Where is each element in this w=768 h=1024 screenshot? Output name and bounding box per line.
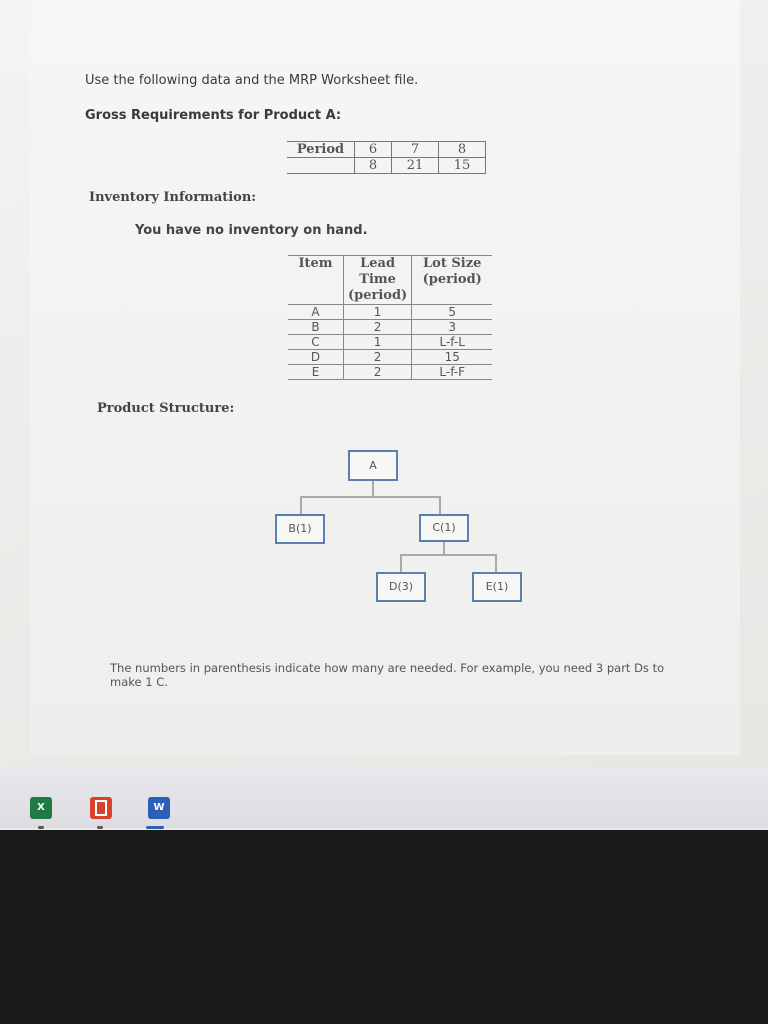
table-row: 8 21 15	[287, 157, 486, 174]
requirement-cell: 21	[391, 157, 439, 174]
product-structure-heading: Product Structure:	[97, 401, 235, 416]
lot-size-cell: L-f-L	[411, 334, 493, 350]
lead-time-cell: 2	[342, 319, 412, 335]
inventory-heading: Inventory Information:	[89, 190, 257, 205]
period-cell: 7	[391, 141, 439, 158]
connector-line	[300, 496, 440, 498]
lead-time-cell: 2	[342, 364, 412, 380]
node-d: D(3)	[376, 572, 426, 602]
table-row: A 1 5	[288, 304, 493, 320]
intro-text: Use the following data and the MRP Works…	[85, 73, 419, 88]
active-indicator	[146, 826, 164, 829]
node-a: A	[348, 450, 398, 481]
table-header-row: Item Lead Time (period) Lot Size (period…	[288, 255, 493, 305]
word-icon[interactable]: W	[148, 797, 170, 819]
node-c: C(1)	[419, 514, 469, 542]
gross-requirements-heading: Gross Requirements for Product A:	[85, 108, 342, 123]
node-e: E(1)	[472, 572, 522, 602]
lead-time-cell: 1	[342, 334, 412, 350]
connector-line	[372, 481, 374, 497]
node-b: B(1)	[275, 514, 325, 544]
connector-line	[400, 554, 402, 572]
table-row: E 2 L-f-F	[288, 364, 493, 380]
item-cell: A	[288, 304, 344, 320]
excel-icon[interactable]: X	[30, 797, 52, 819]
office-icon[interactable]	[90, 797, 112, 819]
running-indicator	[38, 826, 44, 829]
excel-letter: X	[37, 802, 45, 813]
lead-time-cell: 1	[342, 304, 412, 320]
lot-size-cell: 3	[411, 319, 493, 335]
lead-time-cell: 2	[342, 349, 412, 365]
lot-size-cell: 5	[411, 304, 493, 320]
connector-line	[400, 554, 496, 556]
lot-size-cell: L-f-F	[411, 364, 493, 380]
requirement-cell: 15	[438, 157, 486, 174]
taskbar	[0, 768, 768, 828]
column-header-item: Item	[288, 255, 344, 305]
table-row: Period 6 7 8	[287, 141, 486, 158]
table-row: D 2 15	[288, 349, 493, 365]
lot-size-cell: 15	[411, 349, 493, 365]
word-letter: W	[153, 802, 165, 813]
running-indicator	[97, 826, 103, 829]
gross-requirements-table: Period 6 7 8 8 21 15	[287, 141, 486, 174]
inventory-table: Item Lead Time (period) Lot Size (period…	[288, 255, 493, 380]
connector-line	[495, 554, 497, 572]
requirement-cell: 8	[354, 157, 392, 174]
no-inventory-text: You have no inventory on hand.	[135, 223, 368, 238]
item-cell: C	[288, 334, 344, 350]
table-row: B 2 3	[288, 319, 493, 335]
column-header-lead-time: Lead Time (period)	[342, 255, 412, 305]
table-row: C 1 L-f-L	[288, 334, 493, 350]
column-header-lot-size: Lot Size (period)	[411, 255, 493, 305]
item-cell: B	[288, 319, 344, 335]
item-cell: D	[288, 349, 344, 365]
monitor-screen: Use the following data and the MRP Works…	[0, 0, 768, 830]
connector-line	[443, 541, 445, 555]
connector-line	[439, 496, 441, 514]
period-label: Period	[287, 141, 355, 158]
connector-line	[300, 496, 302, 514]
structure-note: The numbers in parenthesis indicate how …	[110, 661, 665, 689]
period-cell: 8	[438, 141, 486, 158]
period-cell: 6	[354, 141, 392, 158]
empty-cell	[287, 157, 355, 174]
item-cell: E	[288, 364, 344, 380]
